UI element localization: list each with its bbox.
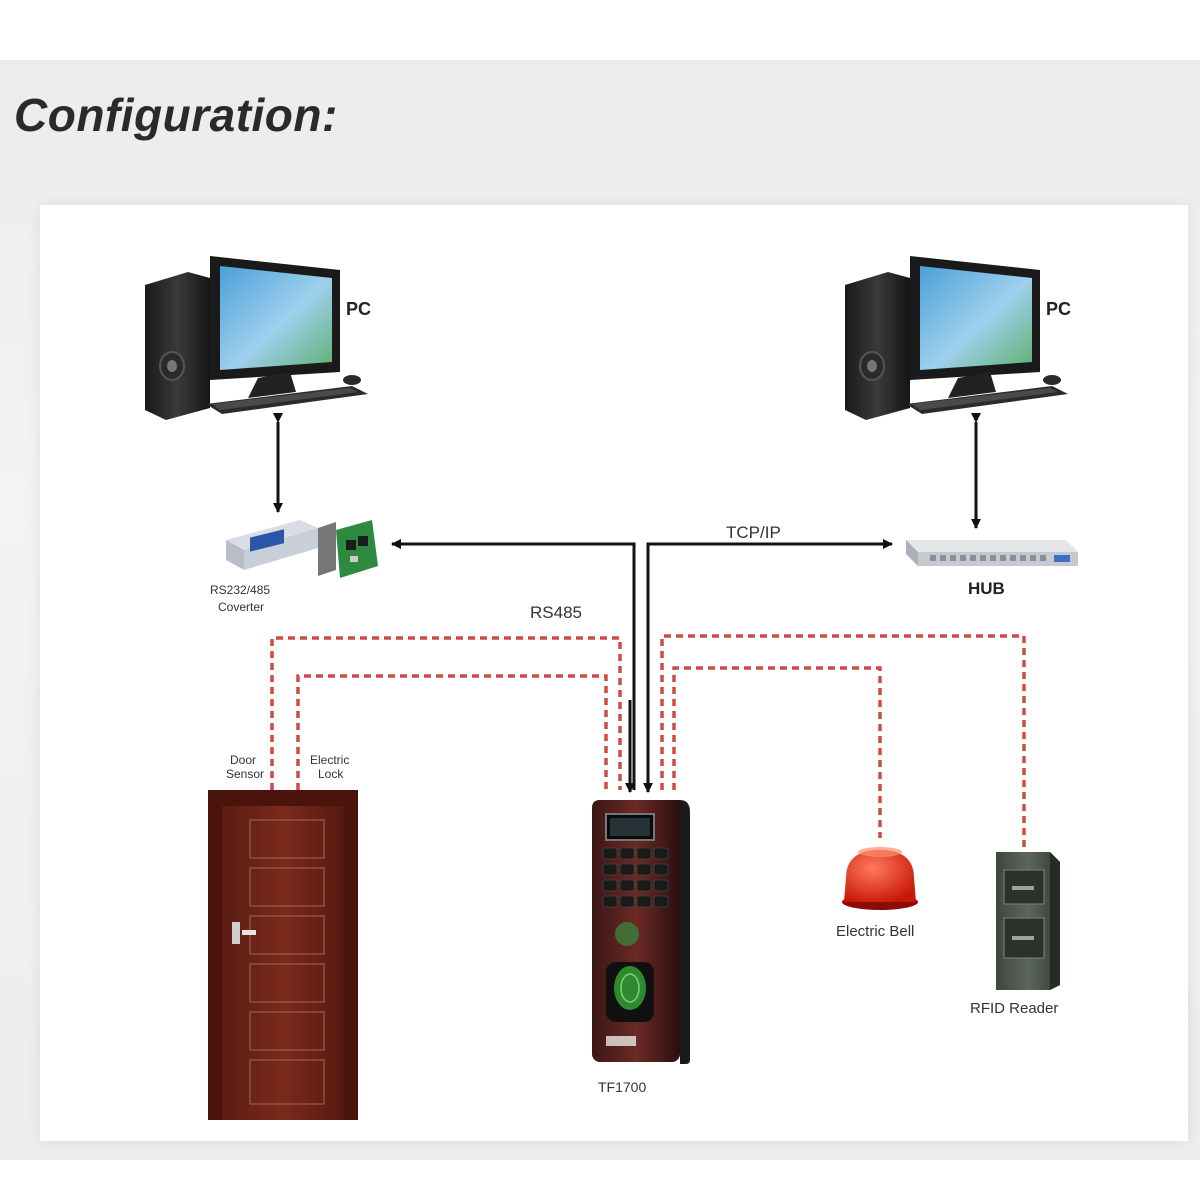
network-switch-icon xyxy=(906,540,1078,566)
electric-lock-label-line1: Electric xyxy=(310,753,349,767)
page-title: Configuration: xyxy=(14,89,338,141)
rfid-reader-icon xyxy=(996,852,1060,990)
wire-rfid-reader xyxy=(660,634,1026,850)
desktop-computer-icon xyxy=(145,256,368,420)
pc-right-label: PC xyxy=(1046,299,1071,319)
door-sensor-label-line2: Sensor xyxy=(226,767,264,781)
rfid-label: RFID Reader xyxy=(970,1000,1058,1017)
converter-label-line1: RS232/485 xyxy=(210,583,270,597)
electric-lock-label-line2: Lock xyxy=(318,767,344,781)
wire-electric-bell xyxy=(672,666,882,838)
fingerprint-terminal-icon xyxy=(592,800,690,1064)
desktop-computer-icon xyxy=(845,256,1068,420)
serial-converter-icon xyxy=(226,520,378,578)
hub-label: HUB xyxy=(968,579,1005,598)
tcpip-label: TCP/IP xyxy=(726,523,781,542)
wire-rs485 xyxy=(391,539,636,790)
terminal-label: TF1700 xyxy=(598,1079,646,1095)
door-sensor-label-line1: Door xyxy=(230,753,256,767)
pc-left-label: PC xyxy=(346,299,371,319)
solid-wiring xyxy=(273,413,981,793)
bell-label: Electric Bell xyxy=(836,923,914,940)
dashed-wiring xyxy=(270,634,1026,850)
rs485-label: RS485 xyxy=(530,603,582,622)
wire-electric-lock xyxy=(296,674,608,790)
alarm-bell-icon xyxy=(842,847,918,910)
wire-door-sensor xyxy=(270,636,622,790)
converter-label-line2: Coverter xyxy=(218,600,264,614)
door-icon xyxy=(208,790,358,1120)
